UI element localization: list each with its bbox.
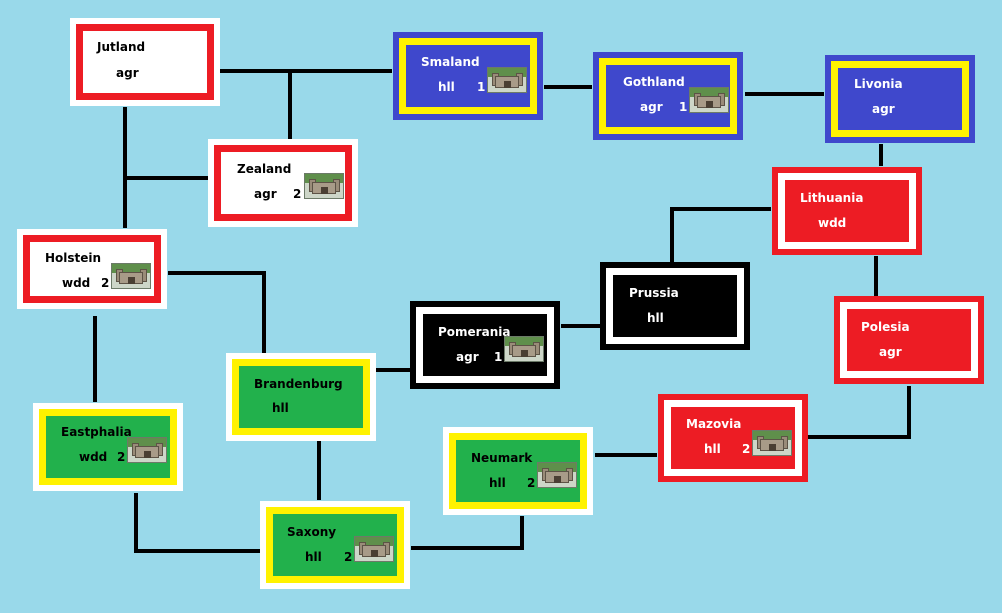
castle-icon [487, 67, 527, 93]
castle-icon [752, 430, 792, 456]
castle-icon [504, 336, 544, 362]
region-holstein[interactable]: Holstein wdd 2 [17, 229, 167, 309]
army-count: 1 [477, 80, 486, 94]
region-jutland[interactable]: Jutland agr [70, 18, 220, 106]
region-name: Brandenburg [254, 377, 343, 391]
region-name: Neumark [471, 451, 533, 465]
region-name: Smaland [421, 55, 480, 69]
region-name: Holstein [45, 251, 102, 265]
region-border [232, 359, 370, 435]
castle-icon [689, 87, 729, 113]
region-border [266, 507, 404, 583]
terrain-label: agr [254, 187, 277, 201]
region-pomerania[interactable]: Pomerania agr 1 [410, 301, 560, 389]
region-border [606, 268, 744, 344]
region-name: Saxony [287, 525, 337, 539]
region-name: Polesia [861, 320, 910, 334]
terrain-label: agr [640, 100, 663, 114]
army-count: 2 [101, 276, 110, 290]
army-count: 2 [344, 550, 353, 564]
castle-icon [537, 462, 577, 488]
region-livonia[interactable]: Livonia agr [825, 55, 975, 143]
region-name: Eastphalia [61, 425, 132, 439]
region-mazovia[interactable]: Mazovia hll 2 [658, 394, 808, 482]
region-border [399, 38, 537, 114]
region-border [831, 61, 969, 137]
army-count: 2 [293, 187, 302, 201]
terrain-label: hll [489, 476, 506, 490]
region-prussia[interactable]: Prussia hll [600, 262, 750, 350]
region-border [778, 173, 916, 249]
region-name: Mazovia [686, 417, 742, 431]
region-saxony[interactable]: Saxony hll 2 [260, 501, 410, 589]
region-border [23, 235, 161, 303]
terrain-label: wdd [818, 216, 847, 230]
castle-icon [354, 536, 394, 562]
region-polesia[interactable]: Polesia agr [834, 296, 984, 384]
terrain-label: agr [872, 102, 895, 116]
region-border [840, 302, 978, 378]
region-name: Lithuania [800, 191, 864, 205]
region-name: Jutland [97, 40, 146, 54]
army-count: 1 [494, 350, 503, 364]
terrain-label: hll [272, 401, 289, 415]
region-name: Gothland [623, 75, 685, 89]
castle-icon [127, 437, 167, 463]
region-name: Prussia [629, 286, 679, 300]
region-brandenburg[interactable]: Brandenburg hll [226, 353, 376, 441]
region-neumark[interactable]: Neumark hll 2 [443, 427, 593, 515]
region-eastphalia[interactable]: Eastphalia wdd 2 [33, 403, 183, 491]
terrain-label: wdd [79, 450, 108, 464]
army-count: 1 [679, 100, 688, 114]
region-lithuania[interactable]: Lithuania wdd [772, 167, 922, 255]
region-border [214, 145, 352, 221]
terrain-label: agr [879, 345, 902, 359]
terrain-label: hll [438, 80, 455, 94]
terrain-label: agr [116, 66, 139, 80]
region-gothland[interactable]: Gothland agr 1 [593, 52, 743, 140]
terrain-label: hll [647, 311, 664, 325]
army-count: 2 [742, 442, 751, 456]
region-name: Pomerania [438, 325, 511, 339]
army-count: 2 [117, 450, 126, 464]
region-name: Livonia [854, 77, 903, 91]
terrain-label: hll [305, 550, 322, 564]
region-border [76, 24, 214, 100]
castle-icon [304, 173, 344, 199]
terrain-label: wdd [62, 276, 91, 290]
terrain-label: hll [704, 442, 721, 456]
army-count: 2 [527, 476, 536, 490]
region-zealand[interactable]: Zealand agr 2 [208, 139, 358, 227]
region-smaland[interactable]: Smaland hll 1 [393, 32, 543, 120]
terrain-label: agr [456, 350, 479, 364]
region-name: Zealand [237, 162, 292, 176]
region-border [599, 58, 737, 134]
castle-icon [111, 263, 151, 289]
region-border [416, 307, 554, 383]
